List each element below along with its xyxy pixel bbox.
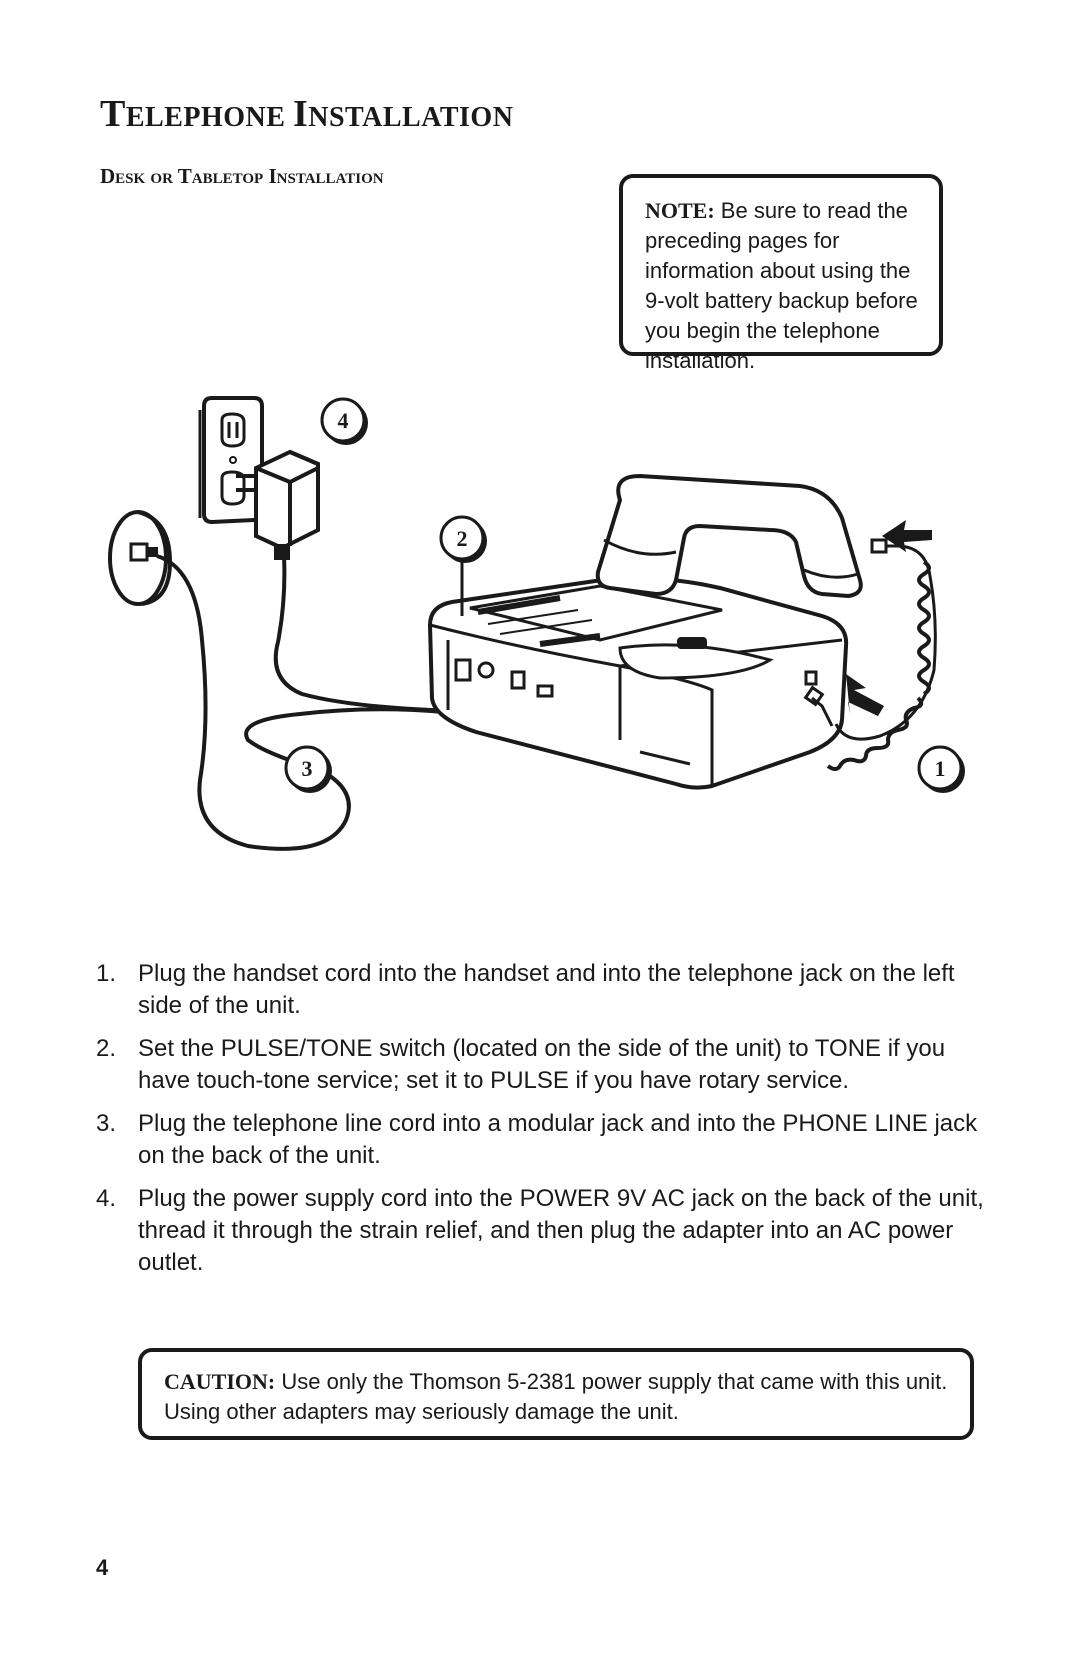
- wall-outlet-icon: [198, 396, 264, 525]
- installation-illustration: 4 2 3 1: [108, 396, 965, 851]
- telephone-base-icon: [427, 576, 849, 790]
- arrow-icon: [846, 520, 932, 716]
- step-number: 3.: [96, 1110, 117, 1137]
- power-adapter-icon: [236, 449, 320, 560]
- step-text: Plug the telephone line cord into a modu…: [138, 1110, 978, 1169]
- section-subtitle: Desk or Tabletop Installation: [100, 164, 384, 188]
- page-number: 4: [96, 1555, 109, 1580]
- callout-3: 3: [284, 745, 332, 793]
- step-text: Set the PULSE/TONE switch (located on th…: [138, 1035, 946, 1094]
- step-item: 4. Plug the power supply cord into the PO…: [96, 1183, 996, 1279]
- step-item: 1. Plug the handset cord into the handset…: [96, 958, 996, 1022]
- step-text: Plug the handset cord into the handset a…: [138, 960, 955, 1019]
- title-initial-2: I: [292, 93, 309, 135]
- callout-2-label: 2: [457, 526, 468, 551]
- callout-4-label: 4: [338, 408, 349, 433]
- step-number: 2.: [96, 1035, 117, 1062]
- note-label: NOTE:: [645, 198, 715, 223]
- phone-line-cord: [156, 554, 507, 851]
- callout-2: 2: [439, 515, 487, 563]
- wall-phone-jack-icon: [108, 510, 173, 606]
- instruction-steps: 1. Plug the handset cord into the handset…: [96, 958, 996, 1290]
- note-text: Be sure to read the preceding pages for …: [645, 198, 918, 373]
- coiled-cord-icon: [803, 538, 937, 771]
- callout-4: 4: [320, 397, 368, 445]
- title-part-1: ELEPHONE: [125, 102, 293, 133]
- handset-icon: [595, 473, 863, 599]
- caution-text: Use only the Thomson 5-2381 power supply…: [164, 1369, 948, 1424]
- title-initial-1: T: [100, 93, 126, 135]
- caution-box: CAUTION: Use only the Thomson 5-2381 pow…: [138, 1348, 974, 1440]
- step-number: 1.: [96, 960, 117, 987]
- title-part-2: NSTALLATION: [308, 102, 514, 133]
- step-number: 4.: [96, 1185, 117, 1212]
- callout-1: 1: [917, 745, 965, 793]
- caution-label: CAUTION:: [164, 1369, 276, 1394]
- callout-1-label: 1: [935, 756, 946, 781]
- step-item: 2. Set the PULSE/TONE switch (located on …: [96, 1033, 996, 1097]
- step-text: Plug the power supply cord into the POWE…: [138, 1185, 984, 1276]
- step-item: 3. Plug the telephone line cord into a mo…: [96, 1108, 996, 1172]
- page-title: TELEPHONE INSTALLATION: [100, 92, 513, 136]
- callout-3-label: 3: [302, 756, 313, 781]
- note-box: NOTE: Be sure to read the preceding page…: [619, 174, 943, 373]
